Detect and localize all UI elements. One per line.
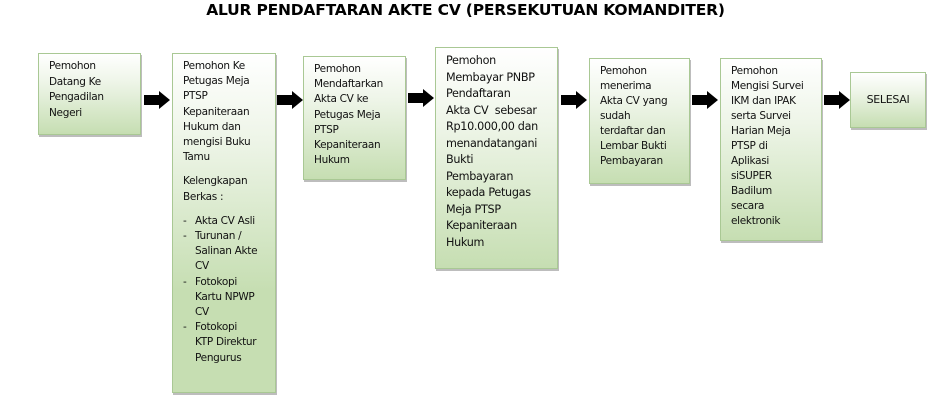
step-text-line: Meja PTSP <box>446 202 501 216</box>
requirement-text: CV <box>195 260 209 273</box>
step-1-box: Pemohon Datang Ke Pengadilan Negeri <box>38 53 141 135</box>
requirement-text: Turunan / <box>195 230 242 243</box>
step-text-line: IKM dan IPAK <box>731 95 796 107</box>
step-2-box: Pemohon Ke Petugas Meja PTSP Kepaniteraa… <box>172 53 276 393</box>
step-text-line: PTSP <box>183 90 208 103</box>
step-text-line: Pembayaran <box>446 169 514 183</box>
step-text-line: Pendaftaran <box>446 87 511 100</box>
step-text-line: Negeri <box>49 106 82 119</box>
step-text-line: Kepaniteraan <box>446 219 517 232</box>
arrow-right-icon <box>692 91 718 109</box>
step-text-line: sudah <box>600 110 631 122</box>
step-text-line: terdaftar dan <box>600 125 666 137</box>
step-text-line: Akta CV ke <box>314 93 369 106</box>
step-4-box: Pemohon Membayar PNBP Pendaftaran Akta C… <box>435 47 558 269</box>
step-text-line: Kepaniteraan <box>314 139 381 152</box>
step-text-line: secara <box>731 200 765 212</box>
step-text-line: Petugas Meja <box>314 108 381 121</box>
step-text-line: Badilum <box>731 185 772 197</box>
step-text-line: Rp10.000,00 dan <box>446 120 538 133</box>
step-text-line: PTSP <box>314 123 339 136</box>
step-text-line: mengisi Buku <box>183 136 251 149</box>
arrow-right-icon <box>144 91 170 109</box>
requirement-text: Pengurus <box>195 351 242 364</box>
step-text-line: Hukum <box>446 235 485 249</box>
step-text-line: kepada Petugas <box>446 186 531 199</box>
step-text-line: Harian Meja <box>731 125 791 137</box>
step-text-line: Pemohon <box>600 65 647 77</box>
step-text-line: Pemohon Ke <box>183 60 245 72</box>
step-text-line: siSUPER <box>731 170 772 182</box>
requirements-heading: Berkas : <box>183 190 224 203</box>
requirements-list: Akta CV Asli Turunan / Salinan Akte CV F… <box>183 214 269 366</box>
requirement-text: Kartu NPWP <box>195 290 255 303</box>
step-text-line: Mendaftarkan <box>314 78 384 91</box>
step-text-line: Lembar Bukti <box>600 140 667 152</box>
step-text-line: Hukum dan <box>183 120 241 133</box>
arrow-right-icon <box>824 91 850 109</box>
diagram-title: ALUR PENDAFTARAN AKTE CV (PERSEKUTUAN KO… <box>206 1 725 19</box>
arrow-right-icon <box>561 91 587 109</box>
arrow-right-icon <box>277 91 303 109</box>
step-6-box: Pemohon Mengisi Survei IKM dan IPAK sert… <box>720 58 822 241</box>
step-text-line: Membayar PNBP <box>446 70 535 84</box>
requirement-text: CV <box>195 306 209 319</box>
step-text-line: Akta CV sebesar <box>446 103 537 117</box>
requirement-text: Akta CV Asli <box>195 214 255 227</box>
step-3-box: Pemohon Mendaftarkan Akta CV ke Petugas … <box>303 56 406 180</box>
step-text-line: Aplikasi <box>731 155 770 167</box>
step-text-line: Tamu <box>183 151 210 164</box>
requirement-text: Fotokopi <box>195 321 237 334</box>
requirement-text: Salinan Akte <box>195 245 258 258</box>
requirement-item: Turunan / Salinan Akte CV <box>183 229 269 275</box>
step-7-finish-box: SELESAI <box>850 72 926 128</box>
step-5-box: Pemohon menerima Akta CV yang sudah terd… <box>589 58 690 184</box>
step-text-line: Petugas Meja <box>183 75 250 88</box>
finish-label: SELESAI <box>866 93 910 107</box>
requirements-heading: Kelengkapan <box>183 175 248 188</box>
requirement-item: Fotokopi Kartu NPWP CV <box>183 275 269 321</box>
requirement-item: Fotokopi KTP Direktur Pengurus <box>183 320 269 366</box>
step-text-line: elektronik <box>731 215 781 227</box>
step-text-line: Pemohon <box>446 54 496 67</box>
step-text-line: Pemohon <box>49 60 96 72</box>
step-text-line: Kepaniteraan <box>183 105 250 118</box>
requirement-text: KTP Direktur <box>195 336 257 349</box>
step-text-line: Pemohon <box>314 63 361 75</box>
step-text-line: Datang Ke <box>49 75 101 88</box>
step-text-line: menandatangani <box>446 136 538 150</box>
step-text-line: Mengisi Survei <box>731 80 804 92</box>
step-text-line: Pemohon <box>731 65 778 77</box>
arrow-right-icon <box>408 89 434 107</box>
step-text-line: Pembayaran <box>600 155 663 167</box>
step-text-line: Bukti <box>446 153 474 166</box>
step-text-line: Pengadilan <box>49 91 104 103</box>
step-text-line: Hukum <box>314 154 350 167</box>
step-text-line: PTSP di <box>731 140 768 152</box>
requirement-text: Fotokopi <box>195 275 237 288</box>
step-text-line: serta Survei <box>731 110 791 122</box>
requirement-item: Akta CV Asli <box>183 214 269 229</box>
step-text-line: Akta CV yang <box>600 95 668 107</box>
step-text-line: menerima <box>600 80 652 92</box>
